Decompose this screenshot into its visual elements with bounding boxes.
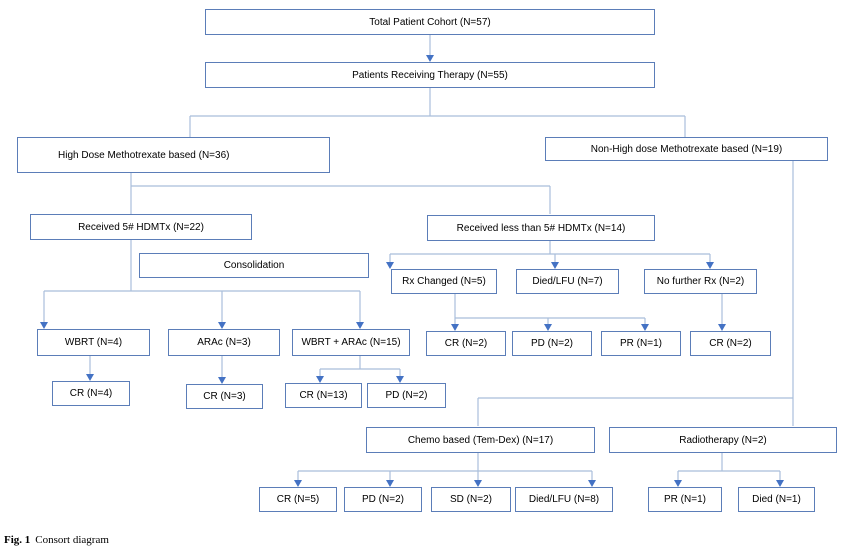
node-received-5-hdmtx-label: Received 5# HDMTx (N=22) [78,221,204,233]
node-wbrt-cr-4-label: CR (N=4) [69,388,113,399]
node-wa-pd-2: PD (N=2) [367,383,446,408]
node-receiving-therapy: Patients Receiving Therapy (N=55) [205,62,655,88]
node-nf-cr-2: CR (N=2) [690,331,771,356]
node-chemo-died-lfu-8-label: Died/LFU (N=8) [528,494,600,505]
node-wa-pd-2-label: PD (N=2) [385,390,428,401]
node-non-hdmtx: Non-High dose Methotrexate based (N=19) [545,137,828,161]
node-chemo-based: Chemo based (Tem-Dex) (N=17) [366,427,595,453]
node-received-5-hdmtx: Received 5# HDMTx (N=22) [30,214,252,240]
node-rx-pr-1: PR (N=1) [601,331,681,356]
node-arac-cr-3: CR (N=3) [186,384,263,409]
node-arac: ARAc (N=3) [168,329,280,356]
node-receiving-therapy-label: Patients Receiving Therapy (N=55) [352,69,508,81]
node-wbrt-label: WBRT (N=4) [64,337,123,348]
node-chemo-cr-5: CR (N=5) [259,487,337,512]
node-arac-cr-3-label: CR (N=3) [203,391,246,402]
node-wa-cr-13: CR (N=13) [285,383,362,408]
node-received-less-5-hdmtx-label: Received less than 5# HDMTx (N=14) [456,222,626,234]
node-rx-pd-2-label: PD (N=2) [531,338,573,349]
node-wbrt-arac-label: WBRT + ARAc (N=15) [301,337,401,348]
figure-caption: Fig. 1 Consort diagram [4,534,109,546]
node-rx-changed: Rx Changed (N=5) [391,269,497,294]
node-chemo-sd-2-label: SD (N=2) [450,494,492,505]
node-chemo-died-lfu-8: Died/LFU (N=8) [515,487,613,512]
node-consolidation-label: Consolidation [223,260,285,271]
node-wbrt-arac: WBRT + ARAc (N=15) [292,329,410,356]
node-chemo-cr-5-label: CR (N=5) [276,494,320,505]
node-no-further-rx-label: No further Rx (N=2) [656,276,745,287]
node-rx-cr-2-label: CR (N=2) [444,338,488,349]
node-total-cohort: Total Patient Cohort (N=57) [205,9,655,35]
node-hdmtx-label: High Dose Methotrexate based (N=36) [58,149,230,161]
node-rx-pd-2: PD (N=2) [512,331,592,356]
figure-caption-text: Consort diagram [35,534,109,546]
node-wbrt: WBRT (N=4) [37,329,150,356]
node-no-further-rx: No further Rx (N=2) [644,269,757,294]
node-total-cohort-label: Total Patient Cohort (N=57) [369,16,491,28]
node-chemo-based-label: Chemo based (Tem-Dex) (N=17) [407,434,554,446]
node-wbrt-cr-4: CR (N=4) [52,381,130,406]
node-consolidation: Consolidation [139,253,369,278]
node-radio-died-1-label: Died (N=1) [752,494,801,505]
node-radio-pr-1: PR (N=1) [648,487,722,512]
node-chemo-sd-2: SD (N=2) [431,487,511,512]
node-radio-died-1: Died (N=1) [738,487,815,512]
node-chemo-pd-2: PD (N=2) [344,487,422,512]
node-died-lfu-7-label: Died/LFU (N=7) [532,276,603,287]
node-died-lfu-7: Died/LFU (N=7) [516,269,619,294]
node-arac-label: ARAc (N=3) [197,337,251,348]
node-hdmtx: High Dose Methotrexate based (N=36) [17,137,330,173]
node-rx-cr-2: CR (N=2) [426,331,506,356]
node-radiotherapy-label: Radiotherapy (N=2) [679,434,767,446]
node-rx-pr-1-label: PR (N=1) [620,338,662,349]
node-chemo-pd-2-label: PD (N=2) [362,494,404,505]
node-wa-cr-13-label: CR (N=13) [299,390,348,401]
node-rx-changed-label: Rx Changed (N=5) [402,276,486,287]
node-radio-pr-1-label: PR (N=1) [664,494,706,505]
figure-caption-label: Fig. 1 [4,534,31,546]
node-received-less-5-hdmtx: Received less than 5# HDMTx (N=14) [427,215,655,241]
node-radiotherapy: Radiotherapy (N=2) [609,427,837,453]
node-nf-cr-2-label: CR (N=2) [709,338,752,349]
node-non-hdmtx-label: Non-High dose Methotrexate based (N=19) [590,143,783,155]
